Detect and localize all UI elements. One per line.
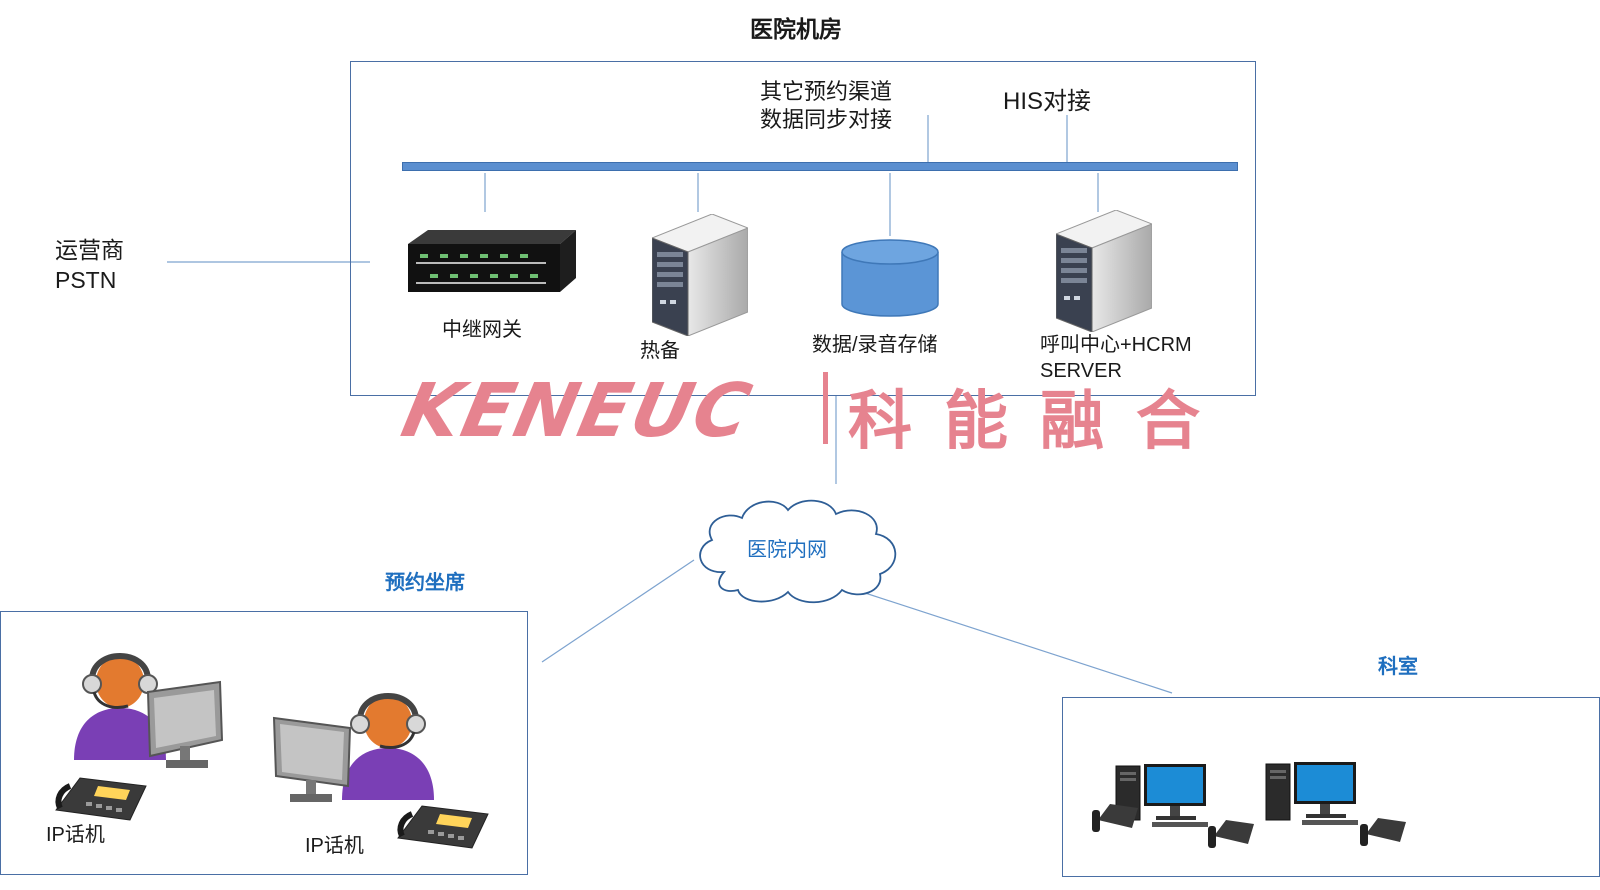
watermark-cn: 科能融合 — [848, 385, 1232, 459]
ip-phone-icon-1 — [55, 777, 147, 821]
network-bus — [402, 162, 1238, 171]
booking-seats-box — [0, 611, 528, 875]
ip-phone-label-1: IP话机 — [46, 824, 105, 846]
intranet-cloud-icon — [699, 499, 897, 604]
carrier-label-line1: 运营商 — [55, 237, 124, 263]
carrier-label-line2: PSTN — [55, 267, 117, 293]
callcenter-server-icon — [1056, 210, 1152, 332]
booking-seats-title: 预约坐席 — [385, 572, 465, 594]
workstation-icon-1 — [1092, 764, 1254, 848]
callcenter-label-line2: SERVER — [1040, 360, 1122, 382]
callcenter-label-line1: 呼叫中心+HCRM — [1040, 334, 1192, 356]
trunk-gateway-label: 中继网关 — [442, 319, 522, 341]
standby-server-icon — [652, 214, 748, 336]
hospital-room-title: 医院机房 — [750, 16, 842, 42]
storage-database-icon — [841, 239, 939, 317]
trunk-gateway-icon — [408, 230, 576, 292]
hot-standby-label: 热备 — [640, 340, 680, 362]
other-channels-line2: 数据同步对接 — [760, 107, 893, 132]
hospital-room-box — [350, 61, 1256, 396]
agent1-headset-icon — [74, 653, 224, 768]
his-label: HIS对接 — [1003, 88, 1092, 115]
storage-label: 数据/录音存储 — [812, 334, 938, 356]
other-channels-line1: 其它预约渠道 — [760, 79, 893, 104]
ip-phone-label-2: IP话机 — [305, 835, 364, 857]
agent2-headset-icon — [272, 693, 434, 802]
workstation-icon-2 — [1265, 762, 1406, 846]
watermark-divider — [823, 372, 828, 444]
department-title: 科室 — [1378, 656, 1418, 678]
intranet-label: 医院内网 — [747, 539, 827, 561]
watermark-latin: KENEUC — [394, 368, 760, 454]
ip-phone-icon-2 — [397, 805, 489, 849]
